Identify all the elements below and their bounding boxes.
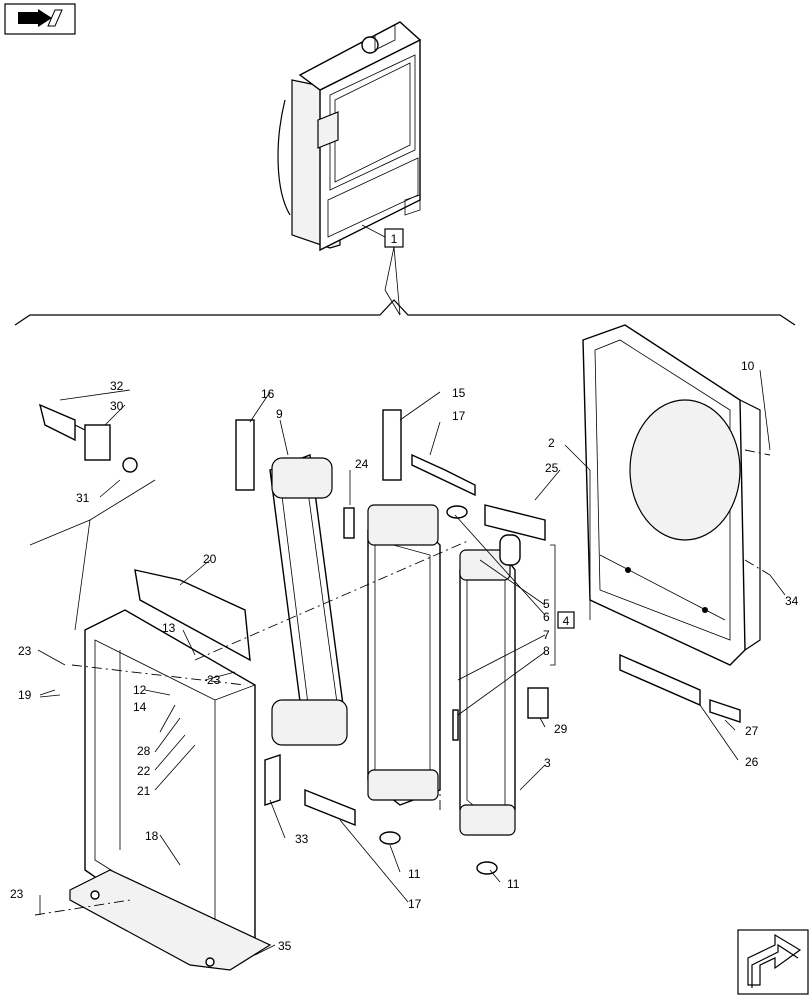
- callout-14: 14: [133, 700, 147, 714]
- return-arrow-icon[interactable]: [4, 3, 76, 35]
- callout-10: 10: [741, 359, 755, 373]
- svg-text:1: 1: [391, 232, 398, 246]
- callout-24: 24: [355, 457, 369, 471]
- callout-16: 16: [261, 387, 275, 401]
- callout-31: 31: [76, 491, 90, 505]
- callout-17b: 17: [408, 897, 422, 911]
- assembly-axes: [34, 449, 771, 916]
- callout-35: 35: [278, 939, 292, 953]
- callout-9: 9: [276, 407, 283, 421]
- callout-11b: 11: [507, 877, 520, 891]
- callout-26: 26: [745, 755, 759, 769]
- callout-11a: 11: [408, 867, 421, 881]
- callout-8: 8: [543, 644, 550, 658]
- callout-7: 7: [543, 628, 550, 642]
- callout-25: 25: [545, 461, 559, 475]
- callout-17a: 17: [452, 409, 466, 423]
- callout-12: 12: [133, 683, 147, 697]
- callout-34: 34: [785, 594, 799, 608]
- callout-6: 6: [543, 610, 550, 624]
- callout-2: 2: [548, 436, 555, 450]
- callout-30: 30: [110, 399, 124, 413]
- callout-20: 20: [203, 552, 217, 566]
- callout-13: 13: [162, 621, 176, 635]
- callout-33: 33: [295, 832, 309, 846]
- callout-1: 1: [361, 224, 404, 316]
- callout-18: 18: [145, 829, 159, 843]
- forward-arrow-icon[interactable]: [737, 929, 809, 995]
- baffle-plate: [134, 569, 251, 662]
- leader-lines: [29, 369, 786, 956]
- latch-bolt: [38, 403, 138, 473]
- explode-brace: [14, 299, 796, 326]
- callout-23c: 23: [10, 887, 24, 901]
- callout-labels: 2 3 5 6 7 8 9 10 11 11 12 13 14 15 16 17…: [10, 359, 799, 953]
- callout-3: 3: [544, 756, 551, 770]
- callout-21: 21: [137, 784, 151, 798]
- callout-4: 4: [557, 611, 575, 629]
- callout-22: 22: [137, 764, 151, 778]
- fan-shroud: [582, 324, 761, 666]
- charge-air-cooler: [459, 534, 521, 836]
- oil-cooler: [367, 504, 441, 806]
- callout-29: 29: [554, 722, 568, 736]
- callout-27: 27: [745, 724, 759, 738]
- radiator-frame: [69, 609, 272, 971]
- callout-19: 19: [18, 688, 32, 702]
- radiator-core: [269, 454, 348, 746]
- callout-23b: 23: [207, 673, 221, 687]
- callout-15: 15: [452, 386, 466, 400]
- callout-5: 5: [543, 597, 550, 611]
- assembled-cooling-unit: [277, 21, 422, 252]
- callout-28: 28: [137, 744, 151, 758]
- callout-23a: 23: [18, 644, 32, 658]
- svg-text:4: 4: [563, 614, 570, 628]
- callout-32: 32: [110, 379, 124, 393]
